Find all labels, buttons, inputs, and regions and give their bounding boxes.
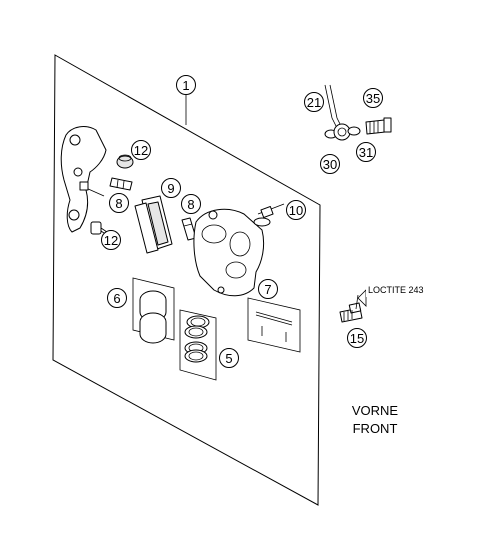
callout-circle: [131, 140, 151, 160]
callout-c35: 35: [363, 88, 383, 108]
callout-c7: 7: [258, 279, 278, 299]
screw-15: [339, 294, 363, 323]
callout-circle: [176, 75, 196, 95]
callout-number: 35: [366, 91, 380, 106]
callout-circle: [363, 88, 383, 108]
callout-c21: 21: [304, 92, 324, 112]
caliper-bracket: [60, 126, 107, 233]
caption-line-2: FRONT: [353, 421, 398, 436]
loctite-label: LOCTITE 243: [368, 285, 424, 295]
callout-number: 1: [182, 78, 189, 93]
callout-circle: [258, 279, 278, 299]
pistons-6: [132, 277, 175, 344]
loctite-annotation: LOCTITE 243: [357, 283, 432, 307]
bleed-valve-10: [253, 203, 285, 227]
callout-circle: [356, 142, 376, 162]
callout-number: 5: [225, 351, 232, 366]
callout-number: 9: [167, 181, 174, 196]
callout-number: 10: [289, 203, 303, 218]
caption-line-1: VORNE: [352, 403, 399, 418]
callout-circle: [181, 194, 201, 214]
callout-c1: 1: [176, 75, 196, 95]
callout-c12a: 12: [131, 140, 151, 160]
callout-number: 30: [323, 157, 337, 172]
callout-circle: [219, 348, 239, 368]
callout-number: 21: [307, 95, 321, 110]
assembly-panel: [52, 54, 321, 506]
callout-circle: [286, 200, 306, 220]
clip-8-upper: [109, 177, 133, 191]
callout-circle: [347, 328, 367, 348]
callout-circle: [320, 154, 340, 174]
callout-number: 15: [350, 331, 364, 346]
callout-number: 31: [359, 145, 373, 160]
callout-c31: 31: [356, 142, 376, 162]
callout-number: 7: [264, 282, 271, 297]
pad-pin-set-7: [247, 297, 301, 353]
boot-12-upper: [116, 154, 134, 169]
callout-circle: [107, 288, 127, 308]
brake-pads-9: [134, 195, 173, 254]
callout-number: 12: [134, 143, 148, 158]
callout-number: 6: [113, 291, 120, 306]
callout-c6: 6: [107, 288, 127, 308]
callout-c15: 15: [347, 328, 367, 348]
seals-5: [179, 309, 217, 381]
callout-c10: 10: [286, 200, 306, 220]
callout-c30: 30: [320, 154, 340, 174]
callout-c5: 5: [219, 348, 239, 368]
bracket-screw: [79, 181, 105, 197]
callout-circle: [109, 193, 129, 213]
washers-30: [324, 123, 361, 141]
callout-number: 12: [104, 233, 118, 248]
callout-number: 8: [187, 197, 194, 212]
banjo-bolt-31: [365, 117, 392, 135]
callout-circle: [101, 230, 121, 250]
callout-c8a: 8: [109, 193, 129, 213]
callout-c8b: 8: [181, 194, 201, 214]
callout-circle: [304, 92, 324, 112]
callout-circle: [161, 178, 181, 198]
callout-c9: 9: [161, 178, 181, 198]
callout-number: 8: [115, 196, 122, 211]
caliper-housing: [193, 208, 265, 297]
callout-c12b: 12: [101, 230, 121, 250]
